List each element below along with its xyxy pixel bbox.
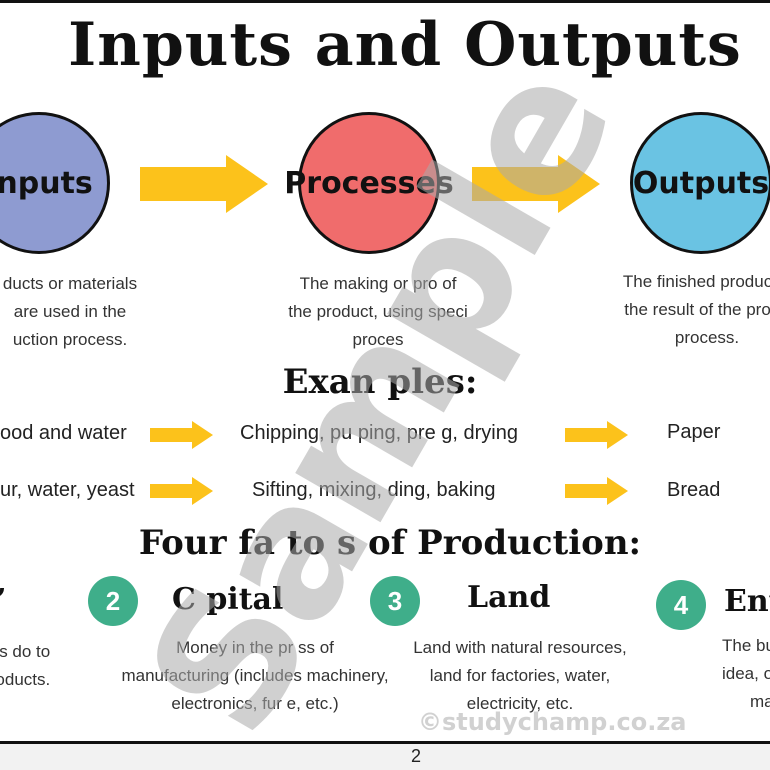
arrow-right-icon [565,421,628,449]
desc-line: are used in the [13,302,127,321]
outputs-circle-label: Outputs [632,165,770,201]
factor-4-title: Ent [724,584,770,619]
desc-line: es do to [0,642,51,661]
desc-line: ducts or materials [2,274,138,293]
copyright-watermark: ©studychamp.co.za [418,708,687,736]
factor-number-badge: 2 [88,576,138,626]
example-output: Bread [667,479,721,501]
factor-number-badge: 3 [370,576,420,626]
inputs-circle: Inputs [0,112,110,254]
desc-line: Money in the pr ss of [176,638,334,657]
desc-line: The finished product b [622,272,770,291]
factor-2-title: C pital [172,582,284,617]
example-process: Sifting, mixing, ding, baking [252,479,496,501]
desc-line: idea, o [722,664,770,683]
page-title: Inputs and Outputs [68,10,742,80]
processes-description: The making or pro of the product, using … [258,270,498,354]
desc-line: proces [352,330,404,349]
arrow-right-icon [565,477,628,505]
arrow-right-icon [140,155,268,213]
factor-number-badge: 4 [656,580,706,630]
desc-line: uction process. [12,330,128,349]
factor-2-description: Money in the pr ss of manufacturing (inc… [100,634,410,718]
desc-line: the result of the produ [624,300,770,319]
footer-border [0,741,770,744]
examples-heading: Exan ples: [282,362,478,402]
desc-line: process. [674,328,740,347]
processes-circle: Processes [284,112,454,254]
factor-3-description: Land with natural resources, land for fa… [405,634,635,718]
arrow-right-icon [150,477,213,505]
desc-line: electronics, fur e, etc.) [171,694,339,713]
arrow-right-icon [150,421,213,449]
desc-line: Land with natural resources, [413,638,627,657]
example-output: Paper [667,421,721,443]
desc-line: land for factories, water, [429,666,611,685]
desc-line: The making or pro of [299,274,457,293]
desc-line: the product, using speci [288,302,468,321]
factors-heading: Four fa to s of Production: [138,523,642,563]
top-border [0,0,770,3]
desc-line: The bu [722,636,770,655]
desc-line: manufacturing (includes machinery, [121,666,389,685]
desc-line: ma [750,692,770,711]
example-input: ur, water, yeast [0,479,135,501]
footer-strip [0,744,770,770]
factor-3-title: Land [467,580,551,615]
desc-line: roducts. [0,670,51,689]
processes-circle-label: Processes [284,165,454,201]
factor-4-description: The bu idea, o ma [716,632,770,716]
outputs-circle: Outputs [630,112,770,254]
inputs-circle-label: Inputs [0,165,93,201]
outputs-description: The finished product b the result of the… [602,268,770,352]
arrow-right-icon [472,155,600,213]
factor-1-title: ’ [0,583,6,618]
example-input: ood and water [0,422,127,444]
example-process: Chipping, pu ping, pre g, drying [240,422,518,444]
factor-1-description: es do to roducts. [0,638,60,694]
page-number: 2 [410,746,421,766]
inputs-description: ducts or materials are used in the uctio… [0,270,150,354]
desc-line: electricity, etc. [466,694,574,713]
